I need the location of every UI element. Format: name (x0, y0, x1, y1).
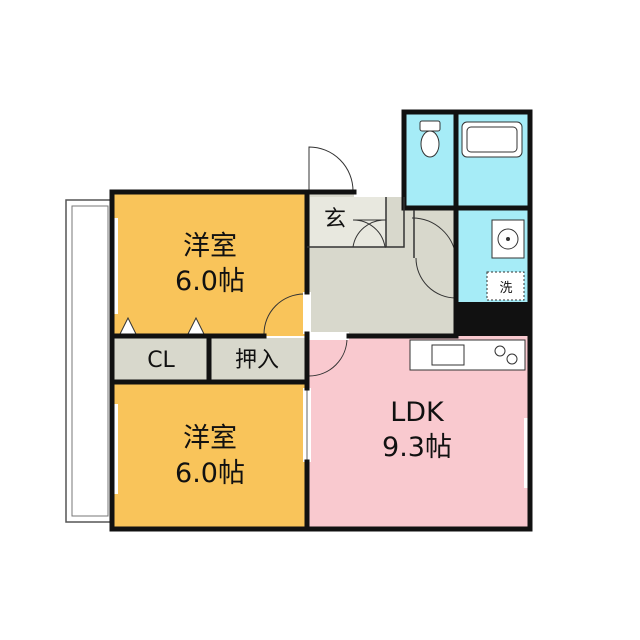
washer-icon: 洗 (486, 271, 525, 301)
door-swings (263, 146, 457, 377)
western-room-bottom (114, 384, 307, 527)
western-bottom-name: 洋室 (183, 423, 237, 454)
western-top-size: 6.0帖 (175, 266, 245, 297)
western-room-top (114, 194, 307, 336)
closet-room (114, 338, 207, 381)
sink-icon (491, 219, 525, 259)
washer-label: 洗 (499, 281, 512, 296)
oshiire-room (210, 338, 307, 381)
kitchen-counter-icon (409, 339, 526, 371)
western-bottom-size: 6.0帖 (175, 458, 245, 489)
oshiire-label: 押入 (235, 348, 279, 373)
walls (109, 109, 533, 532)
pipe-space (457, 302, 528, 336)
ldk-size: 9.3帖 (382, 432, 452, 463)
thin-walls (307, 197, 415, 258)
bathtub-icon (461, 121, 523, 158)
closet-label: CL (147, 348, 175, 373)
ldk-name: LDK (390, 397, 445, 428)
western-top-name: 洋室 (183, 231, 237, 262)
balcony (65, 199, 115, 523)
genkan-label: 玄 (324, 207, 346, 232)
toilet-icon (419, 120, 441, 158)
